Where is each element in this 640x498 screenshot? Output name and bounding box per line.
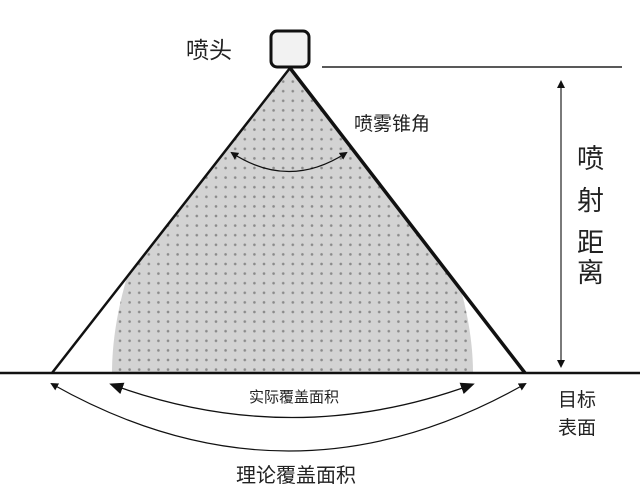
svg-text:目标: 目标 [558,389,596,411]
cone-left-edge [51,67,291,374]
svg-text:距: 距 [577,228,604,259]
spray-angle-label: 喷雾锥角 [354,113,430,135]
nozzle-label: 喷头 [186,38,232,64]
nozzle-icon [269,29,311,69]
target-surface-label: 目标 表面 [558,389,596,439]
svg-text:表面: 表面 [558,417,596,439]
theoretical-coverage-label: 理论覆盖面积 [236,463,356,487]
actual-coverage-label: 实际覆盖面积 [249,388,339,406]
svg-text:离: 离 [577,258,604,289]
cone-right-edge [288,66,527,375]
spray-distance-label: 喷 射 距 离 [577,144,604,289]
spray-angle-arc [230,151,348,173]
svg-text:喷: 喷 [577,144,604,175]
svg-text:射: 射 [577,186,604,217]
theoretical-coverage-arc [50,383,527,452]
actual-coverage-arc [109,382,475,419]
